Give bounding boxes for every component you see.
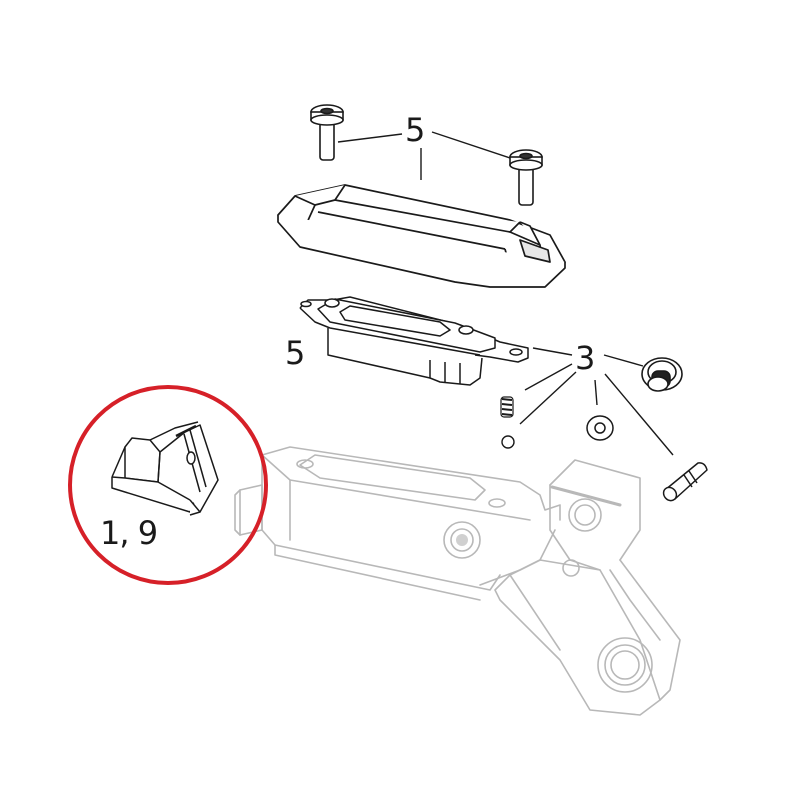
highlighted-part <box>111 421 219 516</box>
washer <box>586 415 614 441</box>
callout-label-right: 3 <box>575 339 595 377</box>
callout-label-top: 5 <box>405 111 425 149</box>
highlight-circle <box>68 385 268 585</box>
bleed-screw <box>641 357 683 392</box>
leader-lines <box>337 131 674 456</box>
pin <box>662 462 708 502</box>
ball <box>501 435 515 449</box>
reservoir-cover <box>277 184 566 288</box>
left-screw <box>310 104 344 161</box>
spring <box>500 396 514 418</box>
callout-label-diaphragm: 5 <box>285 334 305 372</box>
callout-label-highlight: 1, 9 <box>100 514 158 552</box>
right-screw <box>509 149 543 206</box>
reservoir-diaphragm <box>299 296 529 386</box>
lever-body <box>234 446 681 716</box>
